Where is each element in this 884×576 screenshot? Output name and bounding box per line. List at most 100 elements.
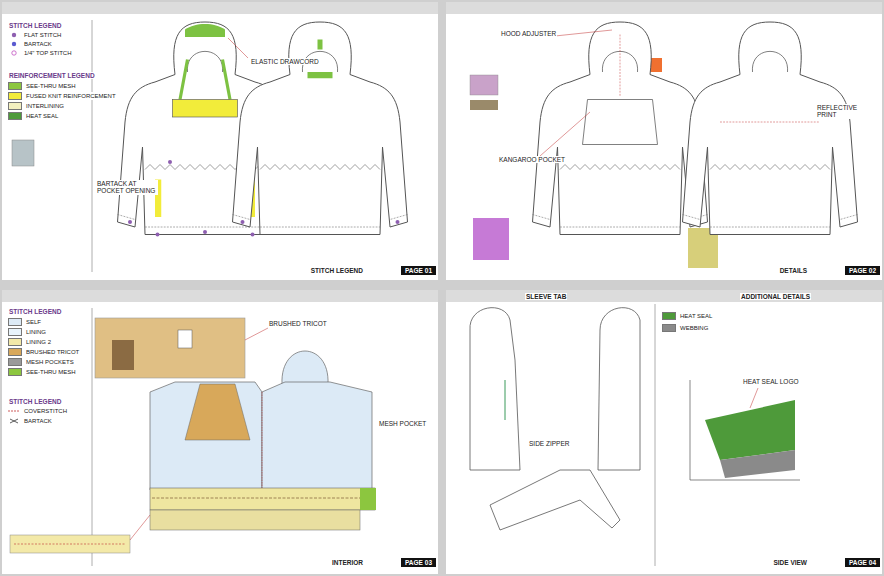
drawing-line: [130, 515, 150, 540]
drawing-circle: [12, 33, 16, 37]
legend-glyph: [8, 408, 20, 414]
drawing-circle: [12, 51, 16, 55]
legend-row: SEE-THRU MESH: [8, 82, 76, 90]
legend-row: FLAT STITCH: [8, 32, 61, 38]
drawing-line: [505, 380, 506, 420]
legend-swatch: [662, 312, 676, 320]
drawing-rect: [446, 2, 882, 14]
callout-note: SIDE ZIPPER: [528, 440, 570, 447]
legend-heading: STITCH LEGEND: [8, 308, 62, 315]
front-detail-view: [533, 22, 708, 235]
legend-row: LINING 2: [8, 338, 51, 346]
legend-row: FUSED KNIT REINFORCEMENT: [8, 92, 116, 100]
drawing-path: [282, 351, 328, 384]
drawing-rect: [112, 340, 134, 370]
legend-text: HEAT SEAL: [26, 113, 58, 119]
drawing-path: [150, 382, 262, 490]
drawing-circle: [203, 230, 207, 234]
legend-swatch: [8, 368, 22, 376]
legend-row: 1/4" TOP STITCH: [8, 50, 71, 56]
page-number-box: PAGE 02: [845, 266, 880, 275]
drawing-line: [14, 544, 126, 545]
legend-glyph: [8, 418, 20, 424]
drawing-line: [750, 388, 758, 408]
legend-glyph: [8, 41, 20, 47]
legend-row: BRUSHED TRICOT: [8, 348, 79, 356]
callout-note: HEAT SEAL LOGO: [742, 378, 800, 385]
legend-text: COVERSTITCH: [24, 408, 67, 414]
drawing-rect: [2, 290, 438, 302]
drawing-line: [180, 60, 188, 100]
drawing-path: [262, 382, 372, 490]
drawing-rect: [470, 100, 498, 110]
drawing-rect: [2, 2, 438, 14]
legend-row: INTERLINING: [8, 102, 64, 110]
drawing-use: [533, 22, 708, 235]
drawing-line: [92, 20, 93, 272]
drawing-rect: [318, 40, 323, 50]
drawing-rect: [150, 488, 375, 510]
drawing-circle: [241, 220, 245, 224]
page-number-box: PAGE 01: [401, 266, 436, 275]
legend-heading: STITCH LEGEND: [8, 398, 62, 405]
callout-note: KANGAROO POCKET: [498, 156, 566, 163]
drawing-rect: [446, 2, 882, 280]
legend-text: MESH POCKETS: [26, 359, 74, 365]
drawing-path: [470, 308, 520, 470]
drawing-line: [720, 122, 820, 123]
legend-text: FLAT STITCH: [24, 32, 61, 38]
legend-glyph: [8, 32, 20, 38]
drawing-path: [720, 450, 795, 478]
drawing-rect: [95, 318, 245, 378]
legend-swatch: [8, 328, 22, 336]
page-number: PAGE 02: [849, 267, 876, 274]
drawing-circle: [168, 160, 172, 164]
legend-swatch: [8, 92, 22, 100]
legend-text: LINING: [26, 329, 46, 335]
drawing-use: [683, 22, 858, 235]
legend-text: WEBBING: [680, 325, 708, 331]
drawing-path: [598, 308, 640, 470]
drawing-rect: [178, 330, 192, 348]
drawing-circle: [128, 220, 132, 224]
legend-row: SELF: [8, 318, 41, 326]
callout-note: BRUSHED TRICOT: [268, 320, 328, 327]
legend-row: BARTACK: [8, 418, 52, 424]
legend-text: SELF: [26, 319, 41, 325]
drawing-line: [228, 38, 248, 58]
callout-note: ELASTIC DRAWCORD: [250, 58, 320, 65]
back-detail-view: [683, 22, 858, 235]
drawing-circle: [12, 42, 16, 46]
drawing-path: [690, 380, 800, 480]
legend-row: COVERSTITCH: [8, 408, 67, 414]
page-title: INTERIOR: [331, 559, 364, 566]
page-title: STITCH LEGEND: [310, 267, 364, 274]
legend-row: MESH POCKETS: [8, 358, 74, 366]
legend-symbol: [8, 418, 20, 424]
drawing-line: [92, 308, 93, 566]
callout-note: REFLECTIVE PRINT: [816, 104, 878, 119]
drawing-line: [152, 498, 372, 499]
drawing-line: [223, 60, 231, 100]
legend-text: BARTACK: [24, 41, 52, 47]
drawing-line: [8, 411, 20, 412]
drawing-line: [10, 419, 18, 423]
legend-swatch: [8, 112, 22, 120]
legend-heading: STITCH LEGEND: [8, 22, 62, 29]
legend-swatch: [8, 338, 22, 346]
legend-symbol: [8, 41, 20, 47]
page-number: PAGE 03: [405, 559, 432, 566]
legend-row: HEAT SEAL: [8, 112, 58, 120]
view-heading: SLEEVE TAB: [525, 293, 567, 300]
legend-glyph: [8, 50, 20, 56]
drawing-line: [540, 112, 590, 156]
drawing-rect: [173, 100, 238, 118]
page-number-box: PAGE 04: [845, 558, 880, 567]
legend-text: LINING 2: [26, 339, 51, 345]
drawing-rect: [150, 510, 360, 530]
legend-symbol: [8, 408, 20, 414]
legend-text: HEAT SEAL: [680, 313, 712, 319]
drawing-path: [705, 400, 795, 460]
drawing-rect: [446, 290, 882, 302]
drawing-g: [241, 220, 400, 224]
